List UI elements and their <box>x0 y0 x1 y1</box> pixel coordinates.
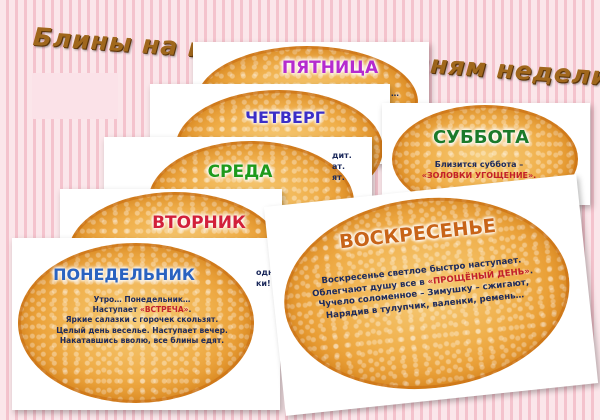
day-title-wednesday: СРЕДА <box>207 162 273 182</box>
card-monday: ПОНЕДЕЛЬНИК Утро… Понедельник… Наступает… <box>12 238 280 410</box>
day-title-friday: ПЯТНИЦА <box>281 58 379 78</box>
day-title-tuesday: ВТОРНИК <box>152 213 246 233</box>
day-title-monday: ПОНЕДЕЛЬНИК <box>53 265 195 284</box>
decorative-pink-box <box>32 73 118 119</box>
monday-text: Утро… Понедельник… Наступает «ВСТРЕЧА». … <box>56 295 228 345</box>
saturday-text: Близится суббота – «ЗОЛОВКИ УГОЩЕНИЕ». <box>421 160 537 180</box>
day-title-saturday: СУББОТА <box>432 127 530 148</box>
pancake-image <box>18 243 254 403</box>
wednesday-text: дит. ат. ят. <box>332 151 352 182</box>
card-sunday: ВОСКРЕСЕНЬЕ Воскресенье светлое быстро н… <box>263 174 599 416</box>
tuesday-text-peek: одни ки! <box>256 268 280 288</box>
day-title-thursday: ЧЕТВЕРГ <box>245 108 325 127</box>
friday-text: … <box>391 89 399 98</box>
